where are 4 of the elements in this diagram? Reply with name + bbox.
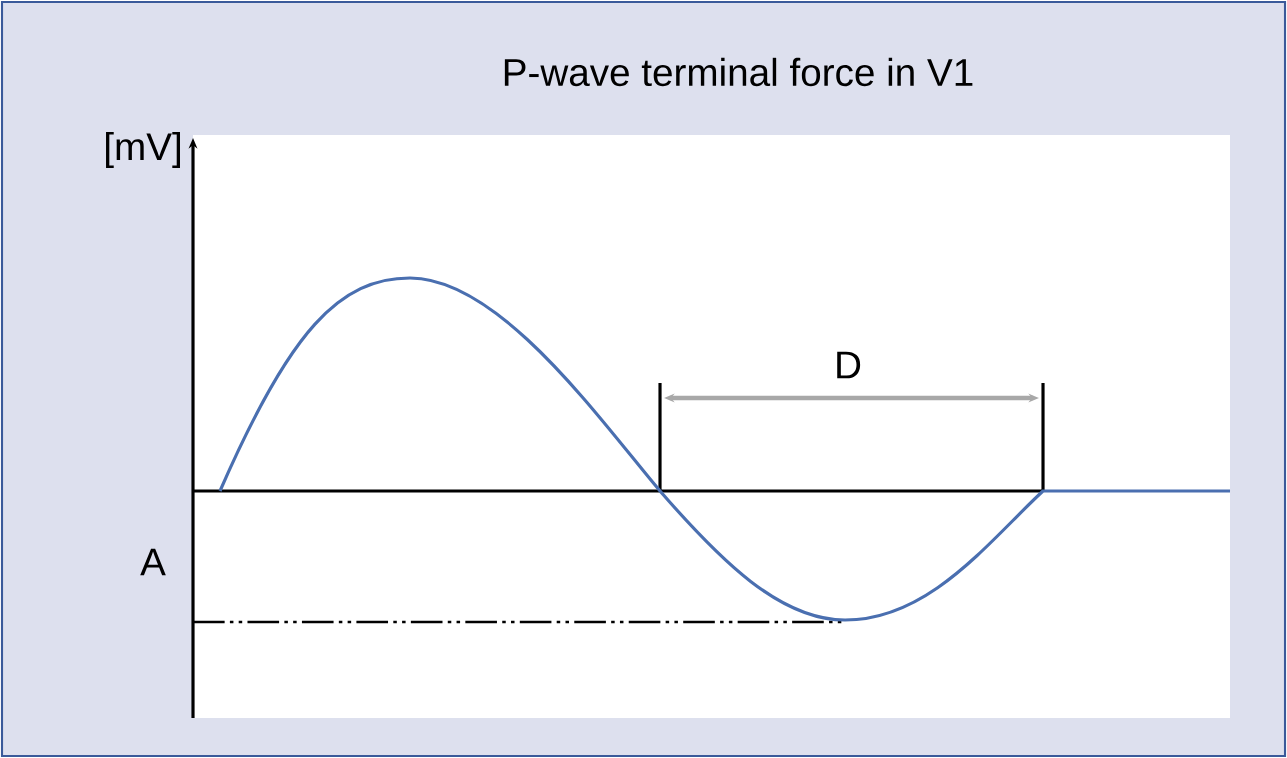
- title: P-wave terminal force in V1: [504, 57, 973, 87]
- dimension-label: D: [837, 351, 861, 379]
- amplitude-label: A: [140, 548, 166, 576]
- axis-unit: [mV]: [106, 131, 180, 168]
